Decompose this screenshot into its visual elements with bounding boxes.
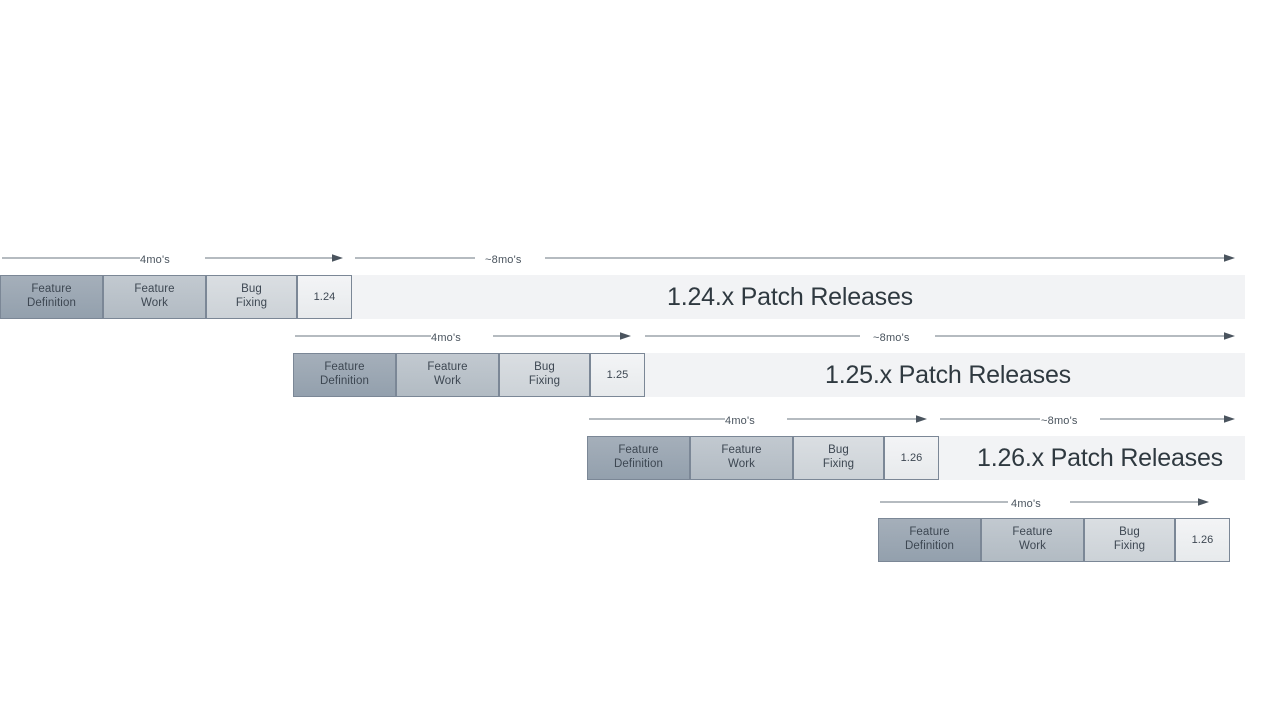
phase-bug-fixing-1-24: Bug Fixing bbox=[206, 275, 297, 319]
phase-label: Feature Definition bbox=[320, 361, 369, 387]
release-row-1-26: 1.26.x Patch Releases Feature Definition… bbox=[587, 436, 1245, 480]
version-box-1-26-next: 1.26 bbox=[1175, 518, 1230, 562]
phase-feature-definition-1-25: Feature Definition bbox=[293, 353, 396, 397]
dimension-arrow-4mo-row2: 4mo's bbox=[293, 328, 633, 348]
version-label: 1.24 bbox=[313, 290, 336, 303]
dimension-label-4mo-row3: 4mo's bbox=[725, 415, 755, 427]
dimension-arrow-4mo-row1: 4mo's bbox=[0, 250, 345, 270]
phase-label: Feature Work bbox=[721, 444, 762, 470]
dimension-label-8mo-row3: ~8mo's bbox=[1041, 415, 1078, 427]
patch-release-band-1-26: 1.26.x Patch Releases bbox=[939, 436, 1245, 480]
phase-label: Feature Definition bbox=[614, 444, 663, 470]
version-label: 1.26 bbox=[1191, 533, 1214, 546]
phase-label: Bug Fixing bbox=[235, 283, 268, 309]
dimension-arrow-4mo-row3: 4mo's bbox=[587, 411, 929, 431]
dimension-arrow-8mo-row1: ~8mo's bbox=[355, 250, 1237, 270]
phase-feature-work-1-26-next: Feature Work bbox=[981, 518, 1084, 562]
version-box-1-26: 1.26 bbox=[884, 436, 939, 480]
phase-bug-fixing-1-26: Bug Fixing bbox=[793, 436, 884, 480]
dimension-label-4mo-row4: 4mo's bbox=[1011, 498, 1041, 510]
version-box-1-25: 1.25 bbox=[590, 353, 645, 397]
phase-feature-definition-1-26-next: Feature Definition bbox=[878, 518, 981, 562]
version-box-1-24: 1.24 bbox=[297, 275, 352, 319]
dimension-label-4mo-row2: 4mo's bbox=[431, 332, 461, 344]
version-label: 1.26 bbox=[900, 451, 923, 464]
release-row-1-24: 1.24.x Patch Releases Feature Definition… bbox=[0, 275, 1245, 319]
patch-release-label-1-24: 1.24.x Patch Releases bbox=[667, 282, 913, 311]
phase-label: Feature Work bbox=[1012, 526, 1053, 552]
phase-feature-definition-1-24: Feature Definition bbox=[0, 275, 103, 319]
phase-label: Feature Definition bbox=[27, 283, 76, 309]
phase-label: Feature Definition bbox=[905, 526, 954, 552]
phase-bug-fixing-1-26-next: Bug Fixing bbox=[1084, 518, 1175, 562]
phase-feature-work-1-25: Feature Work bbox=[396, 353, 499, 397]
dimension-label-8mo-row1: ~8mo's bbox=[485, 254, 522, 266]
phase-label: Bug Fixing bbox=[1113, 526, 1146, 552]
phase-label: Feature Work bbox=[134, 283, 175, 309]
dimension-arrow-8mo-row3: ~8mo's bbox=[940, 411, 1237, 431]
dimension-arrow-8mo-row2: ~8mo's bbox=[645, 328, 1237, 348]
release-row-1-25: 1.25.x Patch Releases Feature Definition… bbox=[293, 353, 1245, 397]
dimension-label-8mo-row2: ~8mo's bbox=[873, 332, 910, 344]
patch-release-label-1-26: 1.26.x Patch Releases bbox=[977, 443, 1223, 472]
patch-release-label-1-25: 1.25.x Patch Releases bbox=[825, 360, 1071, 389]
phase-feature-definition-1-26: Feature Definition bbox=[587, 436, 690, 480]
phase-feature-work-1-24: Feature Work bbox=[103, 275, 206, 319]
phase-feature-work-1-26: Feature Work bbox=[690, 436, 793, 480]
release-row-1-26-next: Feature Definition Feature Work Bug Fixi… bbox=[878, 518, 1231, 562]
phase-label: Bug Fixing bbox=[822, 444, 855, 470]
patch-release-band-1-24: 1.24.x Patch Releases bbox=[352, 275, 1245, 319]
dimension-label-4mo-row1: 4mo's bbox=[140, 254, 170, 266]
dimension-arrow-4mo-row4: 4mo's bbox=[878, 494, 1211, 514]
phase-label: Bug Fixing bbox=[528, 361, 561, 387]
phase-bug-fixing-1-25: Bug Fixing bbox=[499, 353, 590, 397]
patch-release-band-1-25: 1.25.x Patch Releases bbox=[645, 353, 1245, 397]
version-label: 1.25 bbox=[606, 368, 629, 381]
phase-label: Feature Work bbox=[427, 361, 468, 387]
